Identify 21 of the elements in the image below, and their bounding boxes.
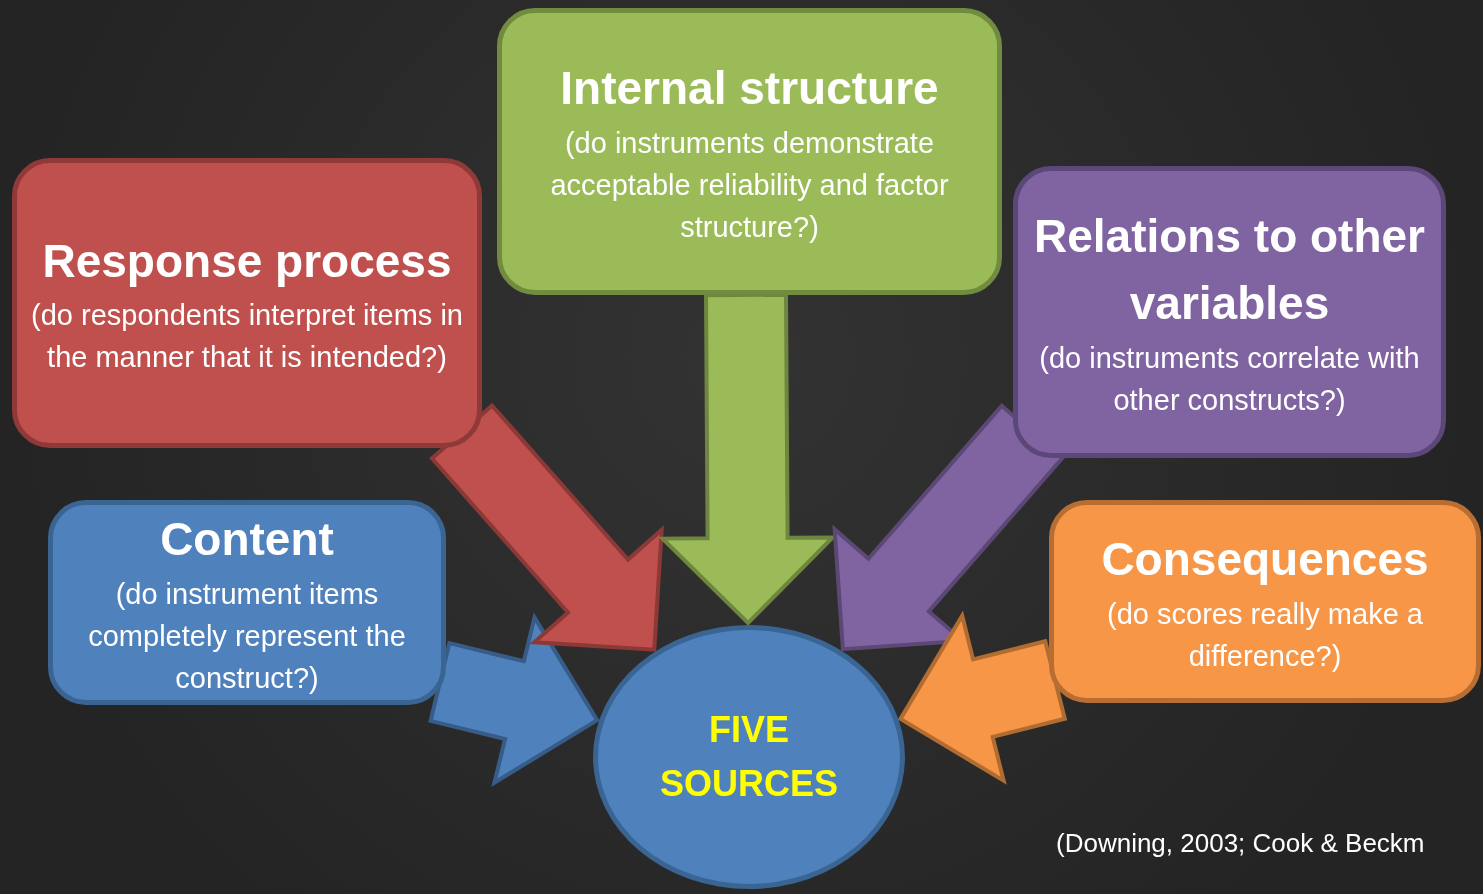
box-heading: Internal structure bbox=[560, 61, 939, 117]
block-arrow bbox=[897, 610, 1068, 785]
citation: (Downing, 2003; Cook & Beckm bbox=[1056, 828, 1425, 859]
box-description: (do respondents interpret items in the manner that it is intended?) bbox=[31, 298, 463, 376]
block-arrow bbox=[429, 402, 664, 652]
rounded-box bbox=[497, 8, 1002, 295]
block-arrow bbox=[832, 402, 1066, 652]
rounded-box bbox=[48, 500, 446, 705]
rounded-box bbox=[1013, 166, 1446, 458]
block-arrow bbox=[428, 612, 600, 787]
box-description: (do instruments demonstrate acceptable reliability and factor structure?) bbox=[549, 125, 950, 245]
box-heading: FIVE SOURCES bbox=[659, 708, 839, 806]
box-description: (do scores really make a difference?) bbox=[1106, 596, 1424, 674]
box-heading: Response process bbox=[42, 233, 452, 289]
box-description: (do instrument items completely represent the construct?) bbox=[87, 576, 407, 696]
box-heading: Content bbox=[160, 512, 334, 568]
rounded-box bbox=[12, 158, 482, 448]
box-heading: Consequences bbox=[1101, 532, 1429, 588]
box-description: (do instruments correlate with other constructs?) bbox=[1038, 340, 1421, 418]
rounded-box bbox=[1049, 500, 1481, 703]
box-heading: Relations to other variables bbox=[1033, 209, 1426, 331]
